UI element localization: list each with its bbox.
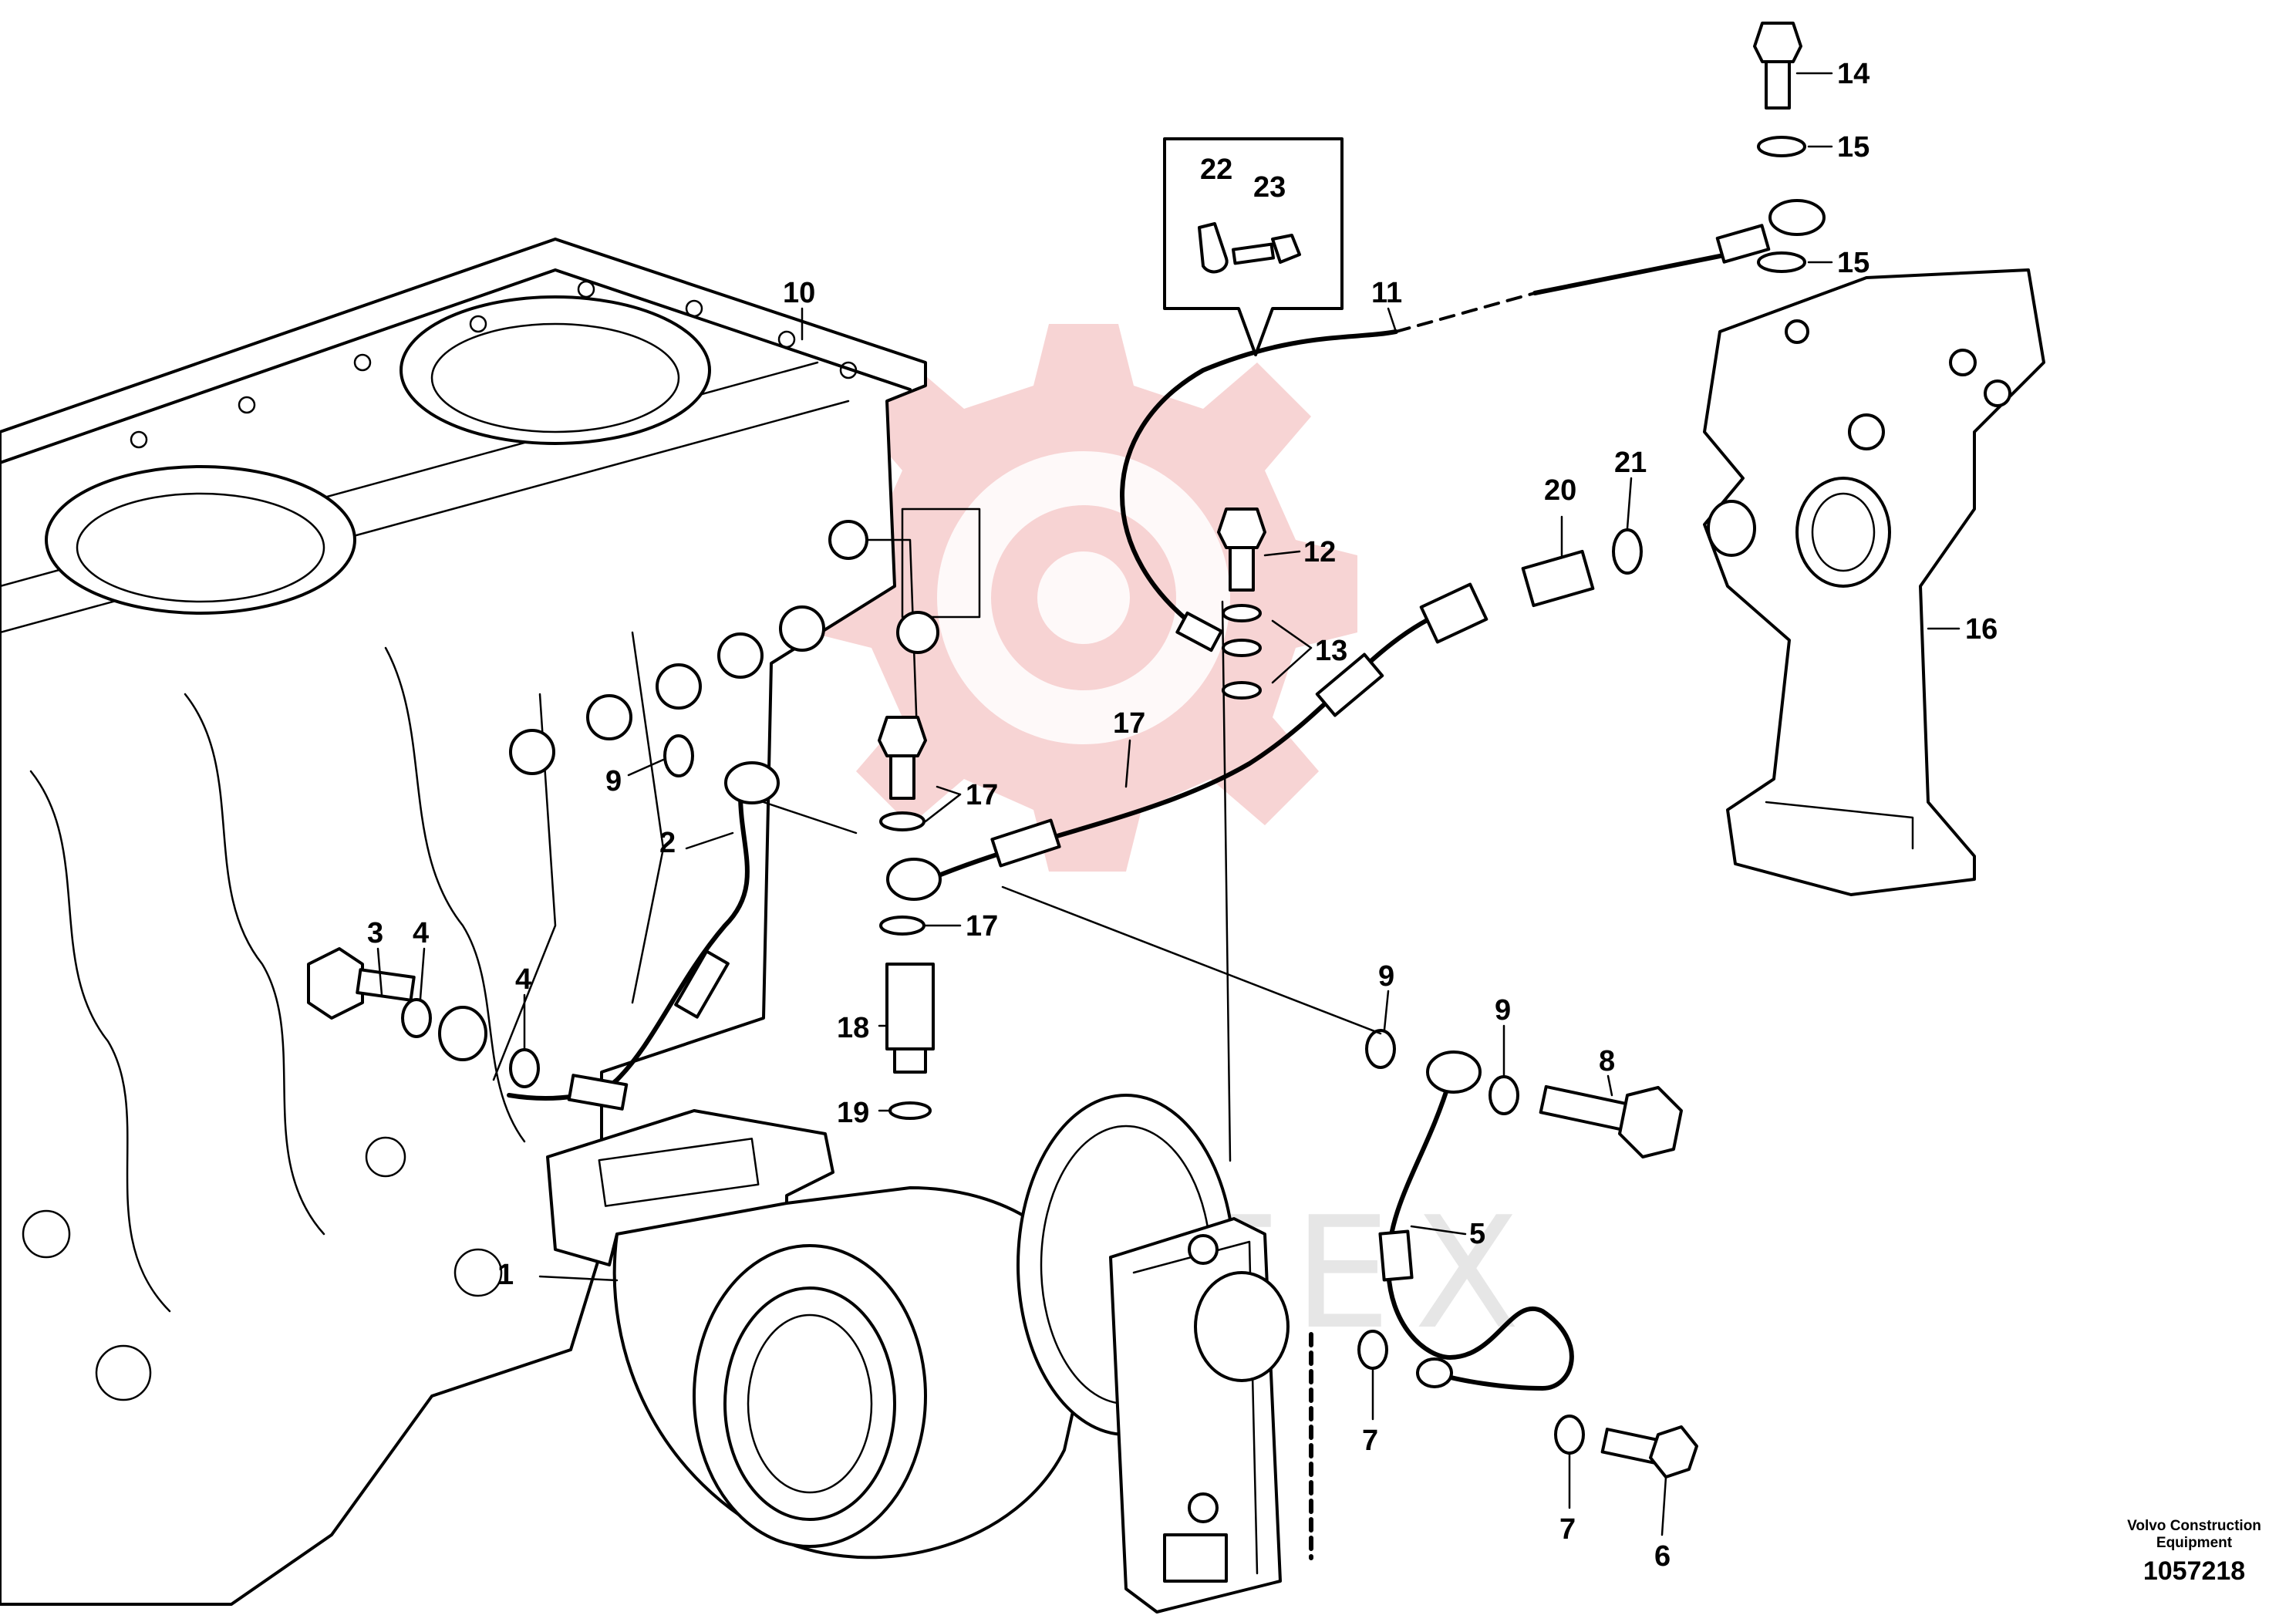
callout-6: 6 (1654, 1540, 1671, 1573)
oil-filter-housing (1703, 268, 2045, 896)
callout-17: 17 (966, 779, 998, 811)
connector-20 (1521, 549, 1595, 608)
callout-7: 7 (1559, 1513, 1576, 1546)
clamp-22 (1198, 222, 1229, 274)
oil-line-17 (886, 582, 1489, 901)
callout-9: 9 (1378, 960, 1394, 993)
callouts: 1 2 3 4 4 5 6 7 7 8 9 9 9 10 11 12 13 14… (367, 58, 1998, 1573)
leader-lines (376, 72, 1961, 1536)
company-name-line2: Equipment (2156, 1535, 2233, 1551)
bolt-3 (307, 947, 364, 1020)
washer-15b (1757, 251, 1806, 273)
watermark-gear-icon (810, 324, 1357, 872)
callout-1: 1 (497, 1259, 514, 1291)
oil-line-11 (1120, 199, 1826, 653)
callout-14: 14 (1837, 58, 1870, 90)
callout-9: 9 (1495, 994, 1511, 1027)
callout-17: 17 (1113, 707, 1145, 740)
callout-4: 4 (413, 917, 429, 949)
callout-8: 8 (1599, 1045, 1615, 1077)
inset-clamp-box (1163, 137, 1344, 356)
oil-line-5 (1378, 1050, 1574, 1391)
drawing-number: 1057218 (2143, 1556, 2245, 1586)
callout-11: 11 (1371, 277, 1402, 309)
turbocharger (546, 1094, 1290, 1614)
callout-18: 18 (837, 1012, 869, 1044)
callout-20: 20 (1544, 474, 1576, 507)
adapter-18 (885, 963, 935, 1050)
callout-16: 16 (1965, 613, 1998, 646)
washer-21 (1612, 528, 1643, 575)
callout-15: 15 (1837, 131, 1870, 164)
callout-5: 5 (1469, 1218, 1485, 1250)
bolt-8 (1539, 1084, 1631, 1132)
callout-3: 3 (367, 917, 383, 949)
callout-23: 23 (1253, 171, 1286, 204)
bolt-14 (1753, 22, 1802, 63)
callout-17: 17 (966, 910, 998, 943)
callout-12: 12 (1303, 536, 1336, 568)
washer-15a (1757, 136, 1806, 157)
callout-7: 7 (1362, 1425, 1378, 1457)
caption-block: Volvo Construction Equipment 1057218 (2127, 1518, 2261, 1586)
callout-4: 4 (515, 963, 531, 996)
callout-21: 21 (1614, 447, 1647, 479)
screw-23 (1231, 242, 1276, 265)
callout-13: 13 (1315, 635, 1347, 667)
fasteners (307, 22, 1806, 1560)
injector-bosses (509, 520, 939, 775)
callout-9: 9 (605, 765, 622, 798)
callout-10: 10 (783, 277, 815, 309)
company-name-line1: Volvo Construction (2127, 1518, 2261, 1534)
callout-19: 19 (837, 1097, 869, 1129)
o-ring-19 (888, 1101, 932, 1120)
callout-15: 15 (1837, 247, 1870, 279)
callout-2: 2 (659, 827, 676, 859)
callout-22: 22 (1200, 153, 1232, 186)
engine-block (0, 238, 981, 1606)
oil-line-2 (507, 761, 780, 1111)
